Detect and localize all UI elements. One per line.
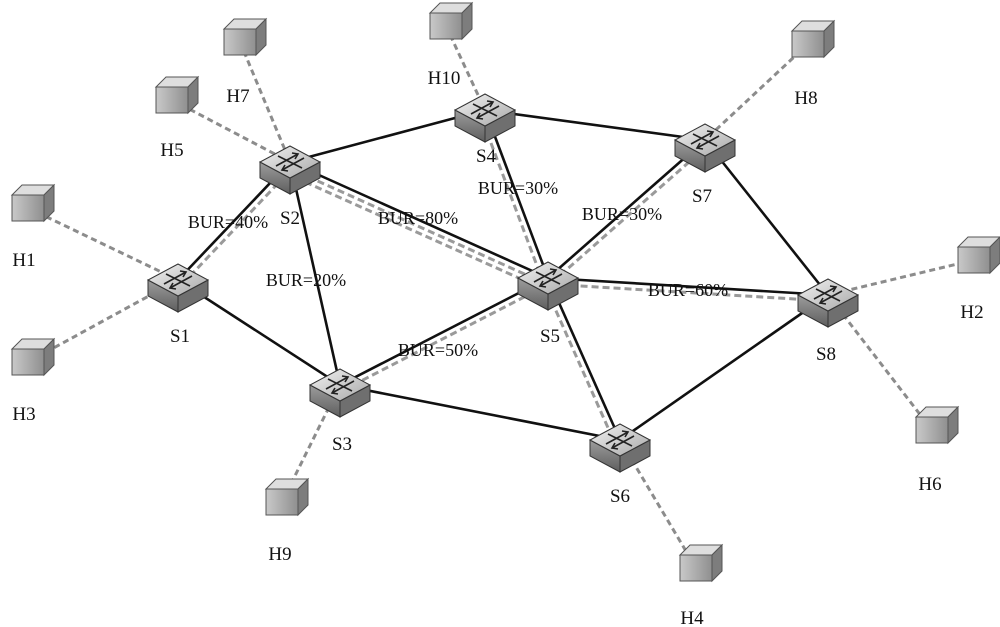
link-s7-s8 [703, 139, 830, 296]
switch-arrows-icon [533, 268, 563, 288]
host-link-h10 [444, 25, 487, 111]
link-s3-s5 [339, 276, 549, 387]
host-h7[interactable] [222, 17, 268, 57]
switch-label-s4: S4 [476, 146, 497, 167]
host-label-h7: H7 [226, 86, 249, 107]
host-label-h10: H10 [428, 68, 461, 89]
host-label-h2: H2 [960, 302, 983, 323]
host-h1[interactable] [10, 183, 56, 223]
switch-arrows-icon [275, 152, 305, 172]
flow-path-s2-s5-1 [286, 166, 547, 285]
flow-path-s4-s5-1 [477, 111, 544, 281]
switch-label-s2: S2 [280, 208, 300, 229]
host-h2[interactable] [956, 236, 1000, 275]
switch-label-s6: S6 [610, 486, 630, 507]
flow-path-s2-s5-2 [284, 171, 544, 291]
bur-label-s1-s2: BUR=40% [188, 212, 268, 232]
host-front-face [11, 194, 45, 222]
host-label-h4: H4 [680, 608, 704, 627]
bur-label-s3-s5: BUR=50% [398, 340, 478, 360]
switch-s5[interactable] [516, 261, 580, 311]
host-label-h5: H5 [160, 140, 183, 161]
switch-label-s7: S7 [692, 186, 712, 207]
bur-label-s2-s5: BUR=80% [378, 208, 458, 228]
host-label-h8: H8 [794, 88, 817, 109]
host-front-face [155, 86, 189, 114]
host-link-h2 [827, 258, 975, 297]
link-s4-s7 [484, 108, 706, 142]
host-label-h3: H3 [12, 404, 35, 425]
host-h8[interactable] [790, 19, 836, 59]
switch-s6[interactable] [588, 423, 652, 473]
host-link-h8 [703, 42, 810, 142]
host-label-h1: H1 [12, 250, 35, 271]
host-link-h1 [27, 206, 179, 282]
host-h10[interactable] [428, 1, 474, 41]
switch-s7[interactable] [673, 123, 737, 173]
host-link-h7 [238, 41, 292, 163]
link-s5-s8 [547, 276, 829, 297]
link-s2-s5 [289, 160, 549, 280]
link-s5-s7 [547, 139, 706, 279]
host-h3[interactable] [10, 337, 56, 377]
link-s2-s3 [288, 161, 342, 386]
bur-label-s2-s3: BUR=20% [266, 270, 346, 290]
switch-label-s5: S5 [540, 326, 560, 347]
host-front-face [429, 12, 463, 40]
link-s6-s8 [619, 293, 829, 442]
host-front-face [679, 554, 713, 582]
switch-arrows-icon [813, 285, 843, 305]
host-h5[interactable] [154, 75, 200, 115]
bur-label-s5-s8: BUR=60% [648, 280, 728, 300]
host-front-face [915, 416, 949, 444]
bur-label-s4-s5: BUR=30% [478, 178, 558, 198]
link-s3-s6 [339, 383, 621, 442]
switch-arrows-icon [325, 375, 355, 395]
host-h9[interactable] [264, 477, 310, 517]
host-front-face [11, 348, 45, 376]
flow-path-s5-s8-1 [547, 282, 828, 303]
switch-s3[interactable] [308, 368, 372, 418]
host-h4[interactable] [678, 543, 724, 583]
host-link-h5 [171, 98, 291, 164]
host-front-face [957, 246, 991, 274]
switch-arrows-icon [470, 100, 500, 120]
switch-label-s1: S1 [170, 326, 190, 347]
host-h6[interactable] [914, 405, 960, 445]
host-label-h6: H6 [918, 474, 941, 495]
link-s5-s6 [546, 277, 622, 441]
switch-s8[interactable] [796, 278, 860, 328]
switch-label-s3: S3 [332, 434, 352, 455]
bur-label-s5-s7: BUR=30% [582, 204, 662, 224]
host-front-face [223, 28, 257, 56]
switch-arrows-icon [690, 130, 720, 150]
switch-s2[interactable] [258, 145, 322, 195]
host-label-h9: H9 [268, 544, 291, 565]
switch-arrows-icon [605, 430, 635, 450]
host-front-face [791, 30, 825, 58]
switch-s1[interactable] [146, 263, 210, 313]
flow-path-s3-s5-1 [342, 282, 552, 392]
flow-path-s5-s6-1 [541, 279, 616, 444]
switch-arrows-icon [163, 270, 193, 290]
switch-s4[interactable] [453, 93, 517, 143]
switch-label-s8: S8 [816, 344, 836, 365]
link-s4-s5 [483, 109, 550, 279]
host-front-face [265, 488, 299, 516]
link-s2-s4 [289, 108, 486, 164]
flow-path-s5-s7-1 [550, 143, 710, 284]
